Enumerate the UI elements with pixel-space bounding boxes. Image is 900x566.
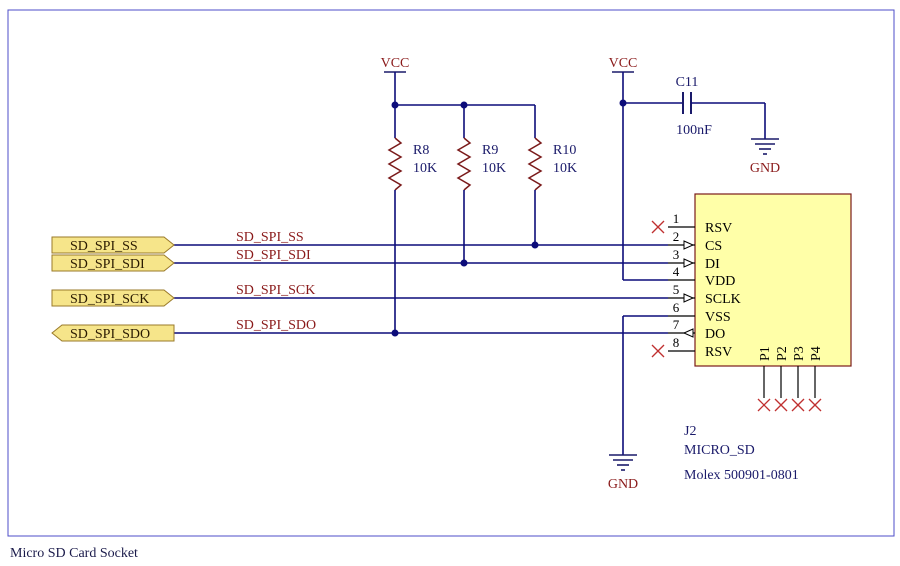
resistor-r8: R8 10K: [387, 105, 437, 333]
gnd-symbol-bottom: GND: [608, 454, 638, 492]
port-label-ss: SD_SPI_SS: [70, 239, 138, 254]
port-label-sdo: SD_SPI_SDO: [70, 327, 150, 342]
vcc-symbol-left: VCC: [381, 56, 410, 105]
pin-number: 1: [673, 211, 680, 226]
net-label-sdo: SD_SPI_SDO: [236, 318, 316, 333]
junction-dot: [531, 241, 539, 249]
port-label-sck: SD_SPI_SCK: [70, 292, 149, 307]
pin-name: DO: [705, 327, 725, 342]
sheet-caption: Micro SD Card Socket: [10, 546, 138, 561]
pin-number: 8: [673, 335, 680, 350]
net-label-sck: SD_SPI_SCK: [236, 283, 315, 298]
pin-number: 2: [673, 229, 680, 244]
port-sd-spi-sck[interactable]: SD_SPI_SCK: [51, 289, 175, 307]
r10-value: 10K: [553, 161, 577, 176]
gnd-symbol-top: GND: [750, 138, 780, 176]
input-arrow-icon: [683, 258, 695, 268]
net-label-sdi: SD_SPI_SDI: [236, 248, 311, 263]
net-label-ss: SD_SPI_SS: [236, 230, 304, 245]
pin-name: SCLK: [705, 292, 741, 307]
pin-name: RSV: [705, 221, 732, 236]
bottom-pin-label-p3: P3: [792, 346, 807, 361]
junction-dot: [391, 101, 399, 109]
r9-ref: R9: [482, 143, 498, 158]
r8-value: 10K: [413, 161, 437, 176]
no-connect-marker: [651, 344, 665, 358]
pin-number: 4: [673, 264, 680, 279]
resistor-r10: R10 10K: [527, 105, 577, 245]
junction-dot: [391, 329, 399, 337]
bottom-pins: [757, 366, 822, 412]
vcc-symbol-right: VCC: [609, 56, 668, 281]
r8-ref: R8: [413, 143, 429, 158]
capacitor-c11: C11 100nF: [623, 75, 766, 139]
r9-value: 10K: [482, 161, 506, 176]
input-arrow-icon: [683, 293, 695, 303]
gnd-label-top: GND: [750, 161, 780, 176]
port-sd-spi-sdi[interactable]: SD_SPI_SDI: [51, 254, 175, 272]
port-label-sdi: SD_SPI_SDI: [70, 257, 145, 272]
input-arrow-icon: [683, 240, 695, 250]
pin-name: VSS: [705, 310, 731, 325]
r10-ref: R10: [553, 143, 576, 158]
no-connect-marker: [651, 220, 665, 234]
pin-name: VDD: [705, 274, 735, 289]
bottom-pin-label-p4: P4: [809, 346, 824, 361]
pin-number: 3: [673, 247, 680, 262]
pin-number: 5: [673, 282, 680, 297]
port-sd-spi-ss[interactable]: SD_SPI_SS: [51, 236, 175, 254]
pin-number: 6: [673, 300, 680, 315]
gnd-label-bottom: GND: [608, 477, 638, 492]
connector-name: MICRO_SD: [684, 443, 755, 458]
connector-part-number: Molex 500901-0801: [684, 468, 799, 483]
resistor-r9: R9 10K: [456, 105, 506, 263]
vcc-label-left: VCC: [381, 56, 410, 71]
c11-ref: C11: [676, 75, 699, 90]
pin-name: RSV: [705, 345, 732, 360]
junction-dot: [460, 101, 468, 109]
bottom-pin-label-p2: P2: [775, 346, 790, 361]
port-sd-spi-sdo[interactable]: SD_SPI_SDO: [51, 324, 175, 342]
pin-name: CS: [705, 239, 722, 254]
connector-j2-body: [694, 193, 852, 367]
output-arrow-icon: [682, 328, 694, 338]
c11-value: 100nF: [676, 123, 712, 138]
vcc-label-right: VCC: [609, 56, 638, 71]
junction-dot: [460, 259, 468, 267]
pin-number: 7: [673, 317, 680, 332]
sheet-frame: [7, 9, 895, 537]
bottom-pin-label-p1: P1: [758, 346, 773, 361]
pin-name: DI: [705, 257, 720, 272]
junction-dot: [619, 99, 627, 107]
connector-ref: J2: [684, 424, 696, 439]
